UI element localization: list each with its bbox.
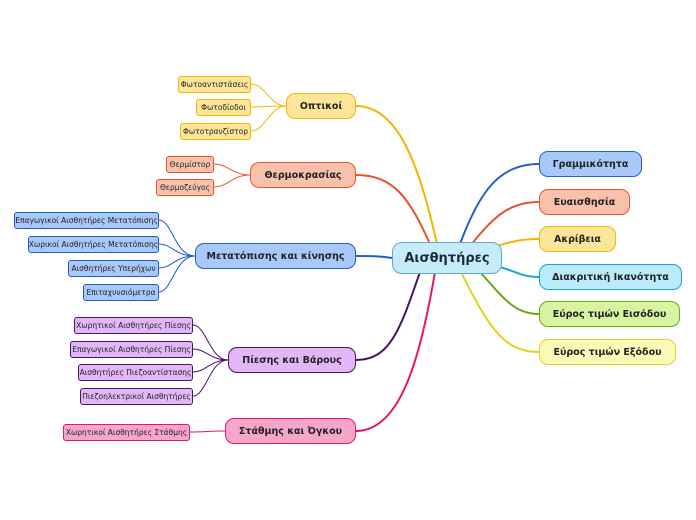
leaf-piezoelectric[interactable]: Πιεζοηλεκτρικοί Αισθητήρες	[80, 388, 193, 405]
leaf-capacitive-pressure[interactable]: Χωρητικοί Αισθητήρες Πίεσης	[74, 317, 193, 334]
branch-linearity[interactable]: Γραμμικότητα	[539, 151, 642, 177]
leaf-thermistor[interactable]: Θερμίστορ	[166, 156, 214, 173]
link-displacement-leaf-3	[158, 255, 196, 293]
central-topic[interactable]: Αισθητήρες	[392, 242, 502, 274]
link-temperature	[355, 174, 431, 245]
link-linearity	[459, 163, 540, 245]
link-input-range	[479, 271, 540, 315]
link-temperature-leaf-1	[213, 174, 251, 188]
link-pressure-leaf-0	[192, 324, 229, 361]
link-pressure-leaf-1	[192, 348, 229, 361]
branch-sensitivity[interactable]: Ευαισθησία	[539, 189, 630, 215]
link-optical	[355, 105, 438, 245]
link-pressure-leaf-3	[192, 359, 229, 397]
leaf-inductive-displacement[interactable]: Επαγωγικοί Αισθητήρες Μετατόπισης	[14, 212, 159, 229]
leaf-thermocouple[interactable]: Θερμοζεύγος	[156, 179, 214, 196]
link-displacement-leaf-2	[158, 255, 196, 269]
branch-input-range[interactable]: Εύρος τιμών Εισόδου	[539, 301, 680, 327]
leaf-phototransistors[interactable]: Φωτοτρανζίστορ	[180, 123, 251, 140]
link-optical-leaf-0	[250, 83, 287, 107]
leaf-photodiodes[interactable]: Φωτοδίοδοι	[196, 99, 251, 116]
branch-displacement-motion[interactable]: Μετατόπισης και κίνησης	[195, 243, 356, 269]
leaf-inductive-pressure[interactable]: Επαγωγικοί Αισθητήρες Πίεσης	[70, 341, 193, 358]
branch-output-range[interactable]: Εύρος τιμών Εξόδου	[539, 339, 676, 365]
link-optical-leaf-2	[250, 105, 287, 132]
leaf-accelerometers[interactable]: Επιταχυνσιόμετρα	[83, 284, 159, 301]
leaf-capacitive-displacement[interactable]: Χωρικοί Αισθητήρες Μετατόπισης	[28, 236, 159, 253]
link-sensitivity	[469, 201, 540, 247]
leaf-piezoresistive[interactable]: Αισθητήρες Πιεζοαντίστασης	[78, 364, 193, 381]
link-output-range	[461, 273, 540, 353]
link-level	[355, 271, 436, 432]
branch-temperature[interactable]: Θερμοκρασίας	[250, 162, 356, 188]
branch-pressure-weight[interactable]: Πίεσης και Βάρους	[228, 347, 356, 373]
link-pressure	[355, 271, 421, 361]
branch-resolution[interactable]: Διακριτική Ικανότητα	[539, 264, 682, 290]
leaf-ultrasonic[interactable]: Αισθητήρες Υπερήχων	[68, 260, 159, 277]
branch-optical[interactable]: Οπτικοί	[286, 93, 356, 119]
link-resolution	[494, 265, 540, 278]
leaf-capacitive-level[interactable]: Χωρητικοί Αισθητήρες Στάθμης	[63, 424, 190, 441]
link-pressure-leaf-2	[192, 359, 229, 373]
leaf-photoresistors[interactable]: Φωτοαντιστάσεις	[178, 76, 251, 93]
branch-accuracy[interactable]: Ακρίβεια	[539, 226, 616, 252]
link-temperature-leaf-0	[213, 163, 251, 176]
link-displacement-leaf-1	[158, 243, 196, 257]
link-level-leaf-0	[189, 430, 226, 433]
link-displacement	[355, 255, 393, 259]
branch-level-volume[interactable]: Στάθμης και Όγκου	[225, 418, 356, 444]
link-displacement-leaf-0	[158, 219, 196, 257]
